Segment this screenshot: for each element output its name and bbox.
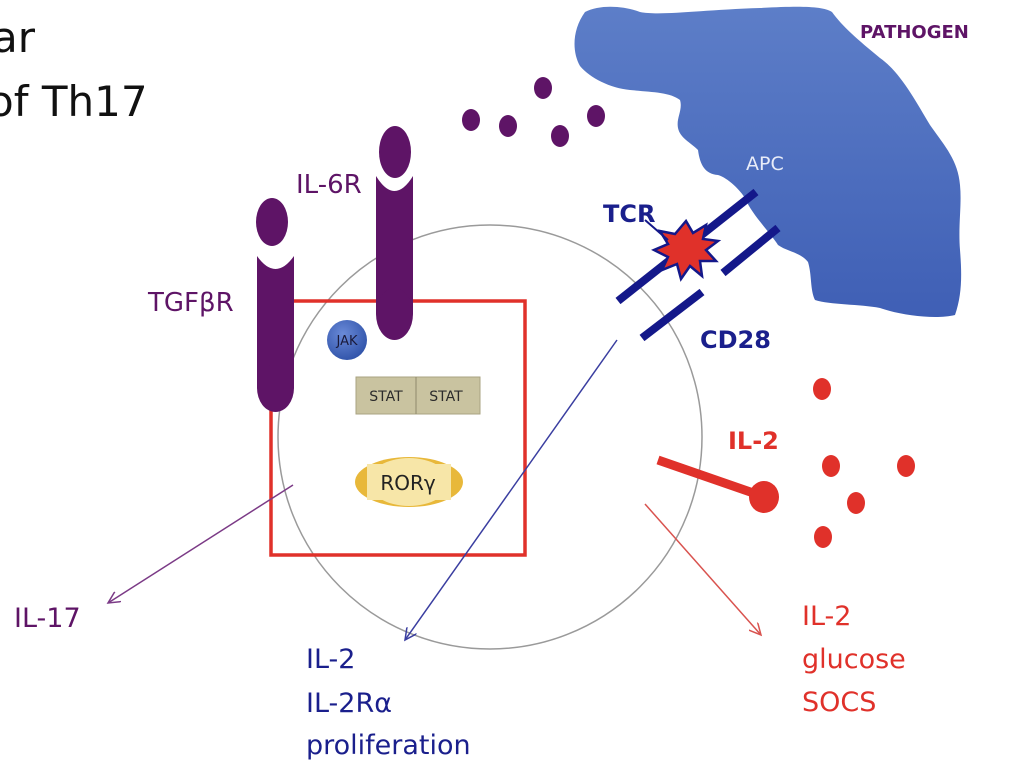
pathogen-label: PATHOGEN bbox=[860, 22, 969, 43]
il6r-receptor bbox=[376, 126, 413, 340]
il2-output-list: IL-2 glucose SOCS bbox=[802, 601, 906, 718]
tcr-output-item: IL-2 bbox=[306, 644, 355, 675]
particle-dot bbox=[462, 109, 480, 131]
apc-label: APC bbox=[746, 153, 784, 175]
particle-dot bbox=[534, 77, 552, 99]
pathogen-particles bbox=[462, 77, 605, 147]
particle-dot bbox=[551, 125, 569, 147]
t-cell-membrane bbox=[277, 224, 703, 650]
il6r-label: IL-6R bbox=[296, 170, 362, 200]
il2-particles bbox=[813, 378, 915, 548]
tcr-output-item: IL-2Rα bbox=[306, 688, 392, 719]
ror-gamma: RORγ bbox=[355, 457, 463, 507]
il2-dot bbox=[813, 378, 831, 400]
cd28-bar bbox=[639, 288, 705, 342]
stat-right-label: STAT bbox=[429, 389, 463, 405]
activation-burst-icon bbox=[651, 218, 722, 282]
il2-dot bbox=[822, 455, 840, 477]
tcr-output-item: proliferation bbox=[306, 730, 471, 761]
cd28-label: CD28 bbox=[700, 326, 771, 354]
il2-dot bbox=[847, 492, 865, 514]
tcr-output-arrow bbox=[405, 339, 618, 640]
particle-dot bbox=[499, 115, 517, 137]
tcr-pointer bbox=[644, 219, 669, 241]
il2-receptor bbox=[656, 455, 779, 513]
stat-left-label: STAT bbox=[369, 389, 403, 405]
il2-output-arrow bbox=[644, 503, 761, 635]
il2-dot bbox=[897, 455, 915, 477]
apc-cell-shape bbox=[574, 6, 962, 318]
il2-output-item: SOCS bbox=[802, 687, 876, 718]
il2-output-item: IL-2 bbox=[802, 601, 851, 632]
slide-title-line-1: ar bbox=[0, 13, 36, 62]
tcr-label: TCR bbox=[603, 200, 655, 228]
ror-gamma-label: RORγ bbox=[380, 471, 436, 495]
il17-arrow bbox=[108, 484, 294, 603]
tgfbr-label: TGFβR bbox=[147, 288, 234, 318]
il2-receptor-label: IL-2 bbox=[728, 427, 779, 455]
jak-label: JAK bbox=[335, 334, 357, 349]
il2-output-item: glucose bbox=[802, 644, 906, 675]
tcr-output-list: IL-2 IL-2Rα proliferation bbox=[306, 644, 471, 761]
tgfbr-receptor bbox=[256, 198, 294, 412]
stat-dimer: STAT STAT bbox=[355, 376, 481, 415]
apc-bar bbox=[720, 224, 781, 277]
il17-output-label: IL-17 bbox=[14, 603, 81, 634]
slide-title-line-2: of Th17 bbox=[0, 77, 148, 126]
jak-protein: JAK bbox=[327, 320, 367, 360]
il2-dot bbox=[814, 526, 832, 548]
particle-dot bbox=[587, 105, 605, 127]
